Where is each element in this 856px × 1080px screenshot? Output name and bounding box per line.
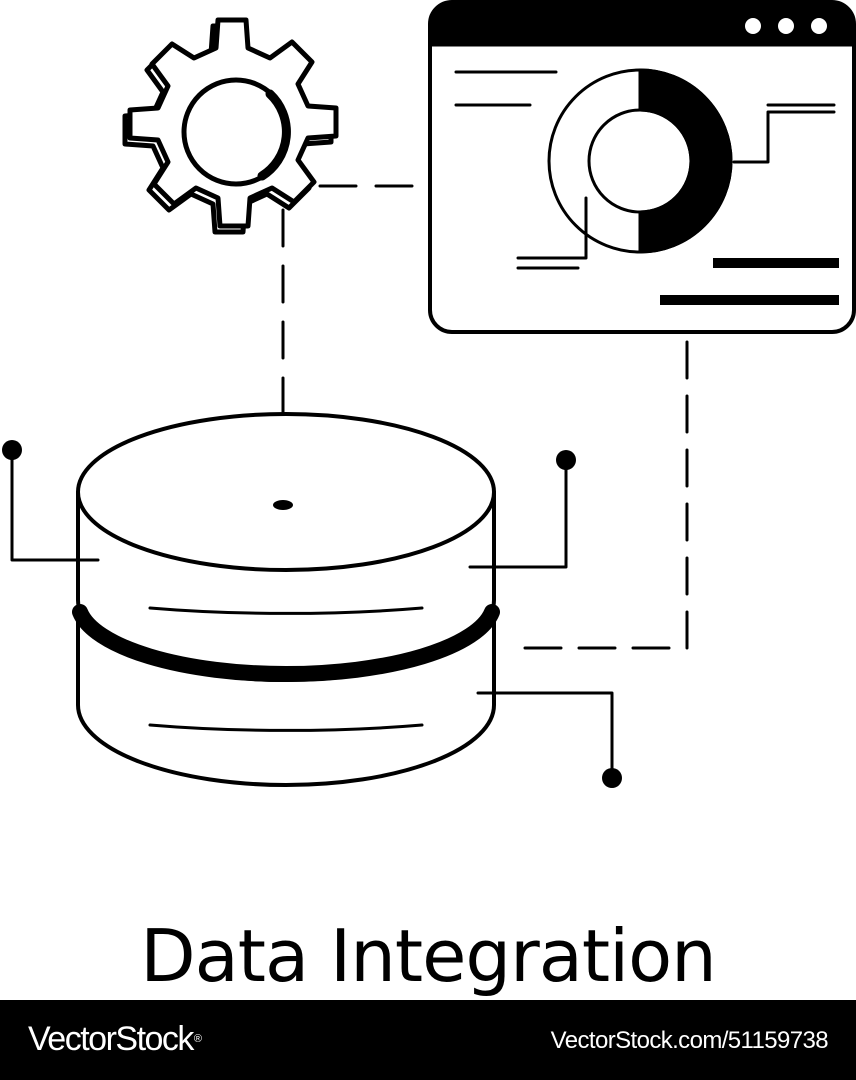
image-id-label: VectorStock.com/51159738 (550, 1027, 829, 1054)
database-icon (72, 412, 500, 787)
connector-lead (476, 691, 614, 780)
connector-lead (10, 448, 100, 562)
connector-node-icon (602, 768, 622, 788)
vectorstock-logo: VectorStock® (28, 1017, 202, 1061)
window-dot-icon (745, 18, 761, 34)
connector-node-icon (556, 450, 576, 470)
gear-icon (122, 17, 339, 235)
connector-lead (468, 458, 568, 569)
page-title: Data Integration (140, 914, 717, 998)
connector-node-icon (2, 440, 22, 460)
database-center-dot (273, 500, 293, 510)
data-integration-illustration (2, 0, 856, 788)
browser-window-icon (428, 0, 856, 334)
window-dot-icon (778, 18, 794, 34)
window-dot-icon (811, 18, 827, 34)
registered-mark: ® (193, 1033, 202, 1045)
dashed-connector (508, 340, 689, 650)
brand-name: VectorStock (28, 1020, 194, 1058)
watermark-footer: VectorStock® VectorStock.com/51159738 (0, 1000, 856, 1080)
donut-chart-icon (547, 68, 733, 254)
